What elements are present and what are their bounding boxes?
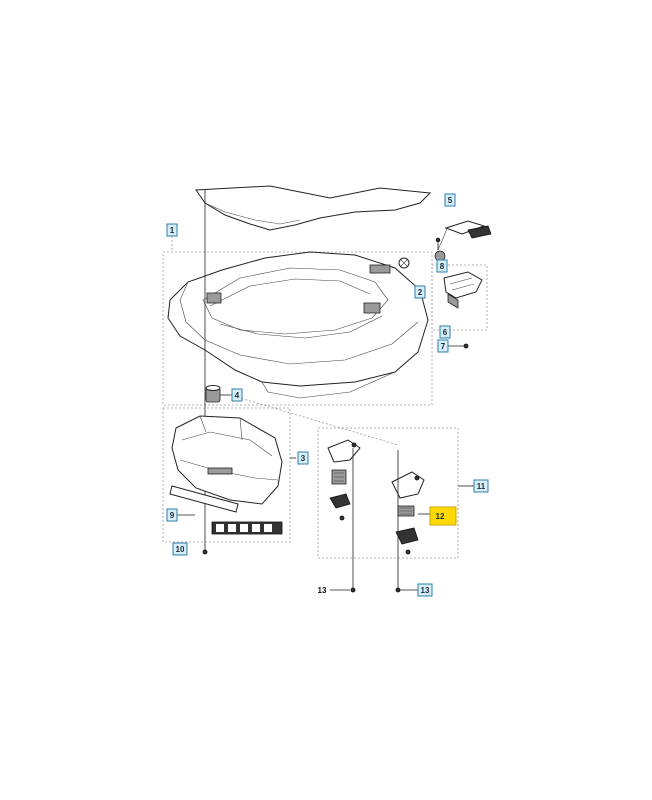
callout-8: 8 — [436, 259, 448, 273]
callout-4: 4 — [231, 388, 243, 402]
label-strip-part — [169, 485, 239, 513]
svg-text:1: 1 — [170, 226, 175, 235]
callout-12-highlighted: 12 — [429, 506, 457, 526]
svg-text:4: 4 — [235, 391, 240, 400]
svg-text:6: 6 — [443, 328, 448, 337]
handle-subassembly — [434, 220, 492, 262]
group-frame-sensor — [317, 427, 459, 559]
callout-9: 9 — [166, 508, 178, 522]
svg-text:13: 13 — [421, 586, 430, 595]
callout-2: 2 — [414, 285, 426, 299]
callout-3: 3 — [297, 451, 309, 465]
callout-1: 1 — [166, 223, 178, 237]
callout-13-left: 13 — [318, 586, 327, 595]
svg-text:7: 7 — [441, 342, 446, 351]
svg-text:11: 11 — [477, 482, 486, 491]
group-frame-bumper — [162, 407, 291, 543]
front-bumper-part — [171, 415, 283, 505]
top-cover-part — [195, 185, 432, 231]
svg-text:9: 9 — [170, 511, 175, 520]
svg-text:2: 2 — [418, 288, 423, 297]
connector-housing-part — [443, 271, 483, 309]
callout-10: 10 — [172, 542, 188, 556]
callout-6: 6 — [439, 325, 451, 339]
callout-5: 5 — [444, 193, 456, 207]
bump-cup-part — [205, 385, 221, 403]
svg-text:8: 8 — [440, 262, 445, 271]
svg-text:5: 5 — [448, 196, 453, 205]
callout-13-right: 13 — [417, 583, 433, 597]
svg-text:10: 10 — [176, 545, 185, 554]
group-frame-connector — [431, 264, 488, 331]
callout-7: 7 — [437, 339, 449, 353]
svg-text:3: 3 — [301, 454, 306, 463]
chassis-body-part — [167, 251, 429, 399]
screw-part — [463, 343, 469, 349]
svg-text:13: 13 — [318, 586, 327, 595]
svg-text:12: 12 — [436, 512, 445, 521]
sensor-left-part — [327, 439, 361, 521]
group-frame-chassis — [162, 251, 433, 406]
sensor-right-part — [391, 471, 425, 555]
warning-label-part — [211, 521, 283, 535]
callout-11: 11 — [473, 479, 489, 493]
